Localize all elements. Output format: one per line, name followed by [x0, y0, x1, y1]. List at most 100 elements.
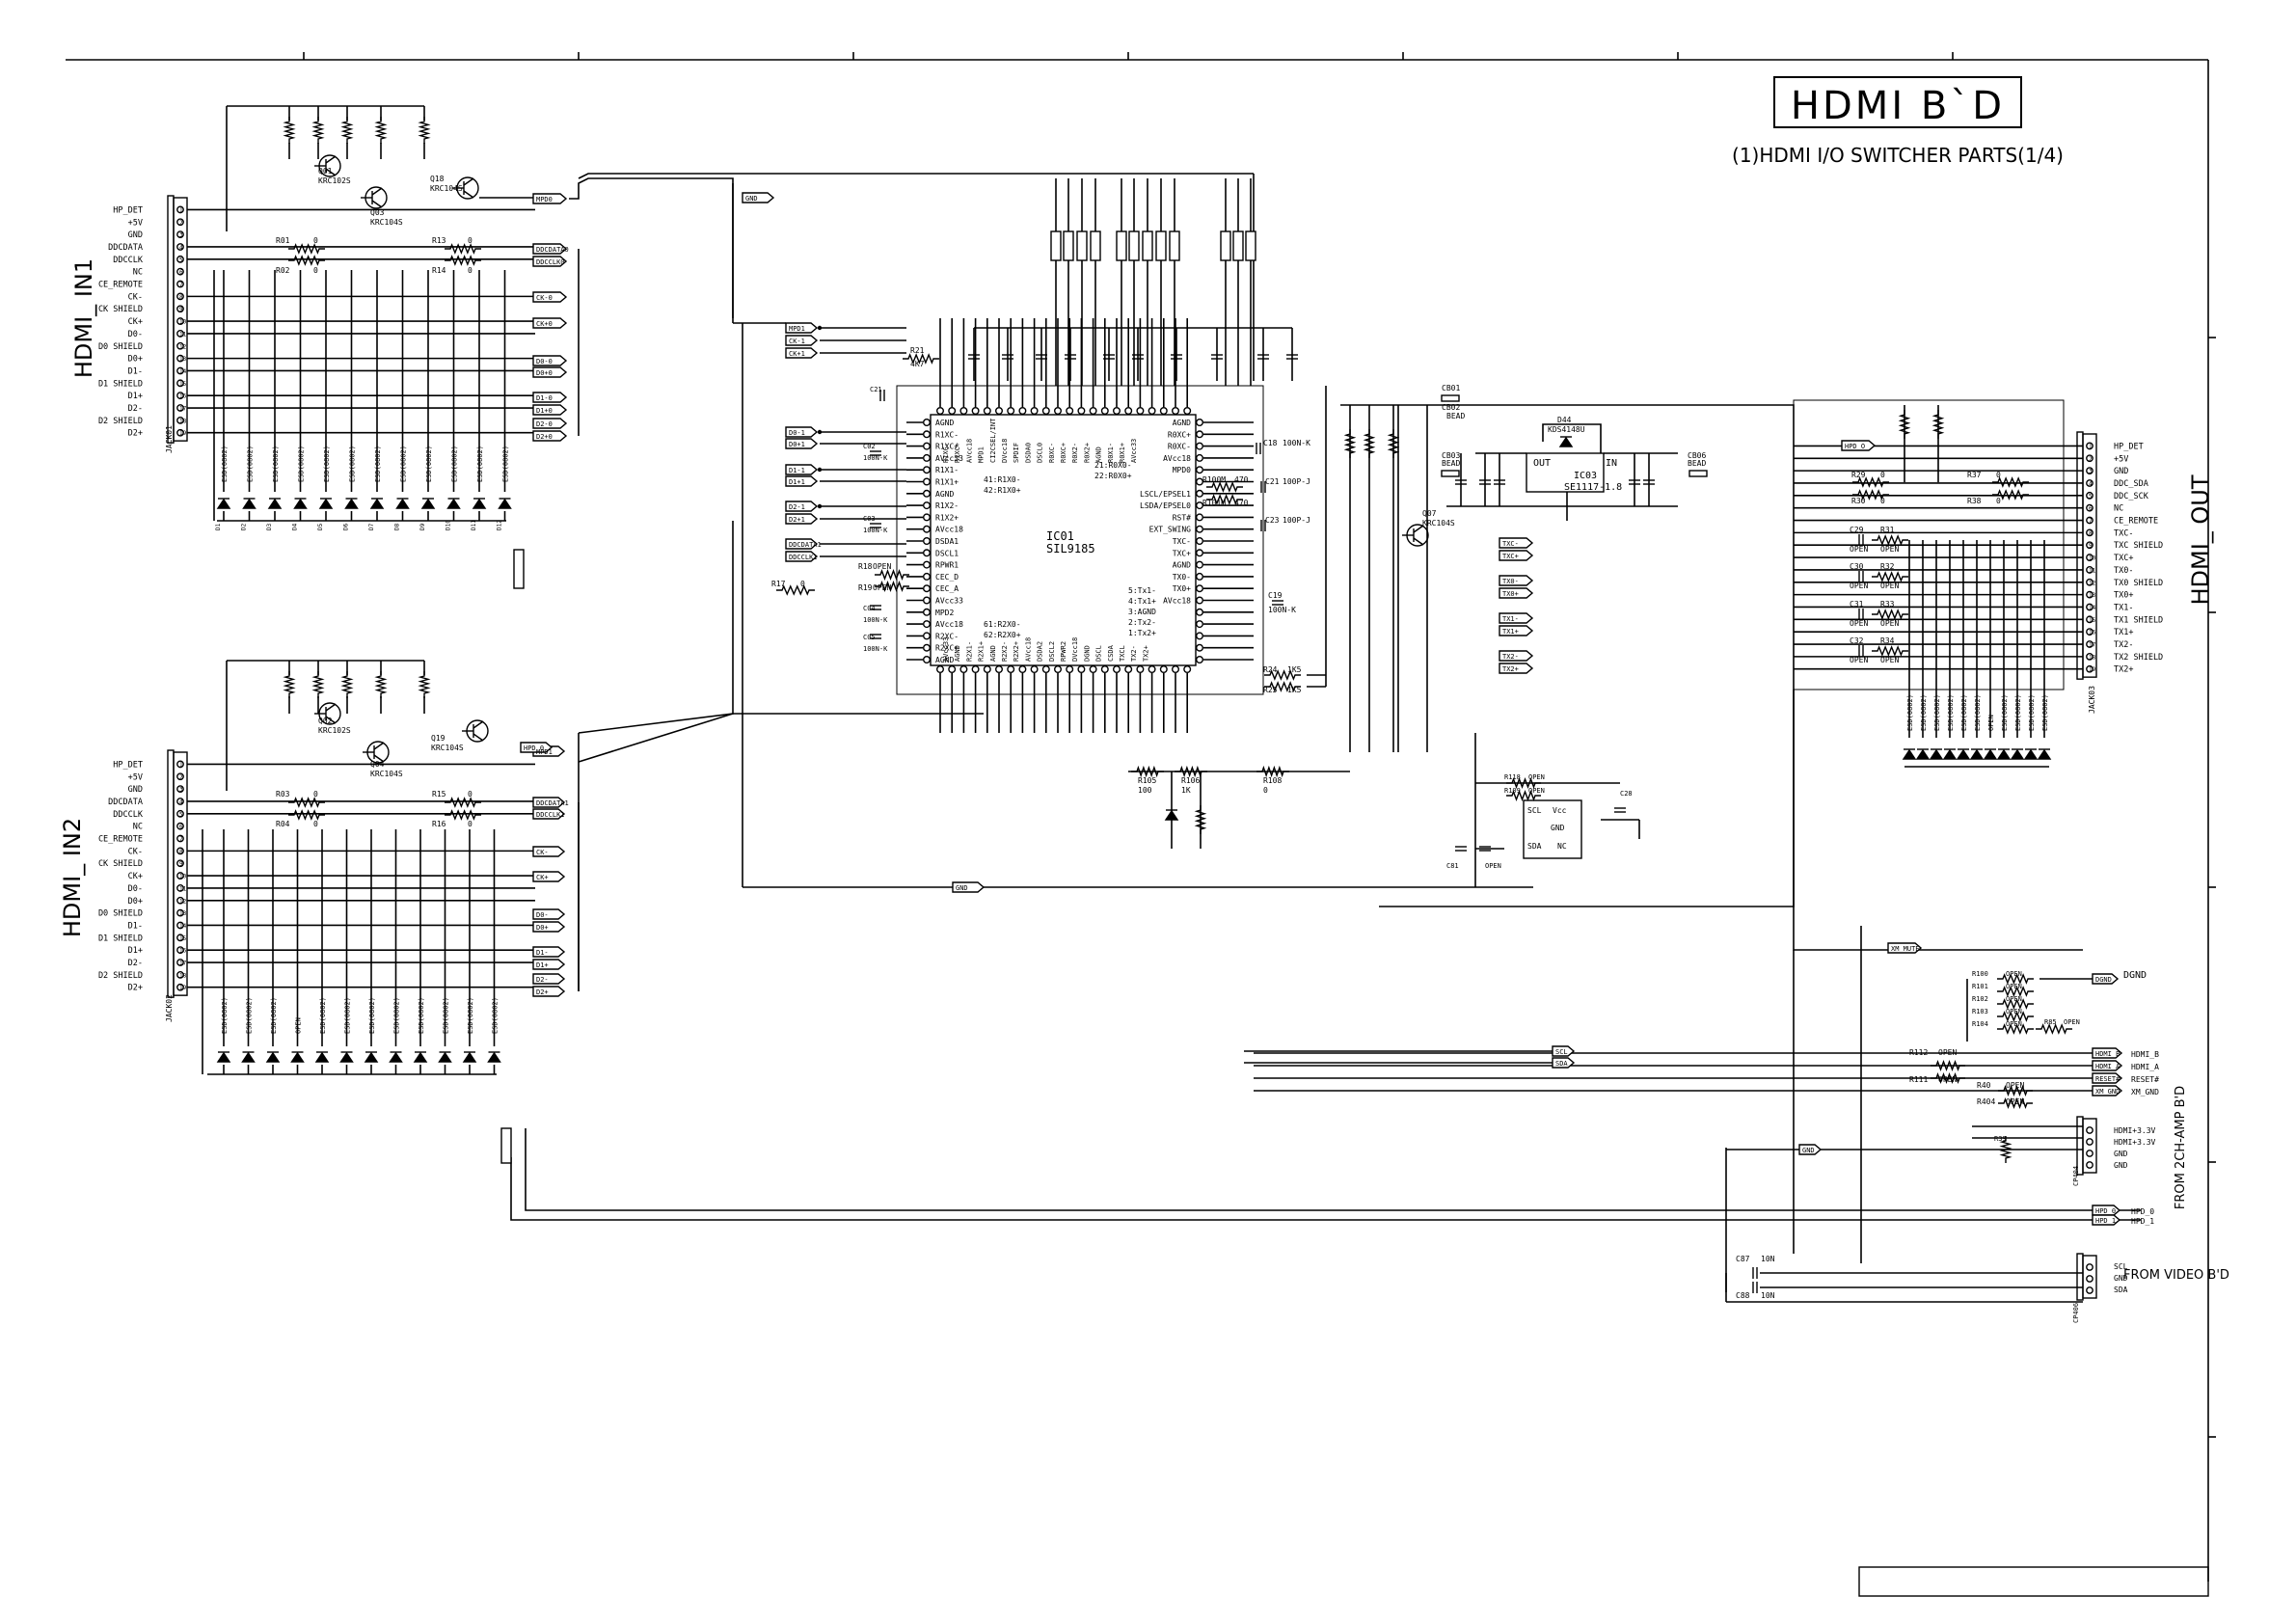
eeprom-body	[1523, 799, 1582, 859]
ic-pin	[923, 466, 932, 474]
esd-diode	[2023, 748, 2039, 760]
net-label	[2092, 1047, 2123, 1059]
connector-pin	[2086, 578, 2093, 586]
ic01-left-pin: R1X1+	[935, 478, 959, 487]
net-label-text: D0-1	[789, 429, 805, 437]
resistor	[1872, 534, 1908, 546]
esd-diode	[339, 1051, 354, 1063]
net-label-outline	[1841, 440, 1877, 451]
ic01-left-pin: R1XC-	[935, 430, 959, 439]
ic-pin	[923, 525, 932, 533]
transistor-lead	[373, 754, 385, 763]
hdmi-out-pin-label: TX1 SHIELD	[2114, 615, 2163, 625]
ic-pin	[1195, 584, 1203, 593]
hdmi-in2-pin-label: D2-	[128, 959, 143, 968]
ic03-out: OUT	[1533, 458, 1551, 469]
transistor-lead	[1413, 525, 1424, 533]
ic01-left-pin: MPD2	[935, 609, 954, 617]
hpd-label: HPD_1	[2131, 1217, 2154, 1226]
cp404-pin: HDMI+3.3V	[2114, 1126, 2156, 1135]
ic01-right-pin: EXT_SWING	[1149, 526, 1192, 534]
connector-pin	[2086, 652, 2093, 661]
net-label	[532, 291, 568, 303]
ic01-inner-label: 62:R2X0+	[984, 631, 1021, 639]
cp404-ref: CP404	[2072, 1166, 2080, 1186]
ic03-in: IN	[1606, 458, 1617, 469]
ic-pin	[1195, 501, 1203, 510]
transistor	[361, 186, 388, 209]
transistor-lead	[371, 200, 383, 208]
hdmi-out-title: HDMI_ OUT	[2187, 474, 2214, 605]
diode-body	[462, 1051, 477, 1063]
capacitor-ref: C04	[863, 605, 876, 612]
hdmi-in1-pin-label: D0+	[128, 355, 143, 365]
transistor-ref: Q19	[431, 734, 446, 743]
connector-pin	[176, 428, 184, 437]
resistor-ref: R03	[276, 790, 290, 798]
connector	[2076, 1253, 2097, 1301]
connector-pin	[176, 416, 184, 424]
resistor-ref: R15	[432, 790, 446, 798]
esd-diode	[369, 498, 385, 509]
hdmi-in2-pin-label: D1+	[128, 946, 143, 956]
diode-body	[1942, 748, 1958, 760]
resistor	[445, 243, 481, 255]
bead	[1441, 394, 1460, 402]
resistor	[1997, 1023, 2034, 1035]
net-label	[785, 475, 819, 487]
ic-pin	[1195, 643, 1203, 652]
resistor-value: OPEN	[2006, 970, 2022, 978]
pin-number: 17	[179, 961, 187, 967]
resistor	[1343, 429, 1357, 458]
hdmi-in2-pin-label: D0 SHIELD	[98, 909, 143, 919]
ic-pin	[1124, 407, 1133, 416]
resistor-value: 0	[1880, 471, 1885, 479]
diode-body	[2037, 748, 2052, 760]
inline-part	[500, 1127, 512, 1164]
pin-number: 1	[2089, 444, 2093, 450]
net-label-outline	[952, 881, 986, 893]
net-label-text: D0-0	[536, 358, 553, 365]
wire-layer	[66, 52, 2216, 1582]
resistor-ref: R33	[1880, 600, 1895, 609]
hdmi-in1-pin-label: D2 SHIELD	[98, 417, 143, 426]
resistor-ref: R16	[432, 820, 446, 828]
bus-label	[1128, 230, 1140, 261]
hdmi-in1-pin-label: D1+	[128, 392, 143, 401]
bead-ref: CB02	[1442, 403, 1460, 412]
net-label-outline	[785, 335, 819, 346]
connector	[167, 195, 188, 444]
resistor-ref: R104	[1972, 1020, 1988, 1028]
diode-body	[290, 1051, 305, 1063]
esd-diode	[265, 1051, 281, 1063]
net-label	[785, 335, 819, 346]
capacitor-ref: C88	[1736, 1291, 1750, 1300]
connector-shell	[2076, 431, 2084, 680]
connector-pin	[2086, 1275, 2093, 1283]
capacitor-ref: C32	[1850, 636, 1864, 645]
eeprom-pin: GND	[1551, 824, 1565, 832]
ic01-bottom-pin: R2X1+	[978, 641, 986, 662]
connector-pin	[176, 366, 184, 375]
resistor	[1387, 429, 1400, 458]
wire	[578, 713, 984, 763]
ic01-top-pin: R0X2+	[1083, 443, 1091, 463]
net-label	[785, 513, 819, 525]
resistor-value: OPEN	[1938, 1048, 1957, 1057]
eeprom-pin: NC	[1557, 842, 1567, 851]
ic-pin	[923, 513, 932, 522]
pin-number: 10	[179, 319, 187, 326]
net-label-text: TX1+	[1502, 628, 1519, 636]
capacitor-value: OPEN	[1850, 619, 1868, 628]
hdmi-out-pin-label: +5V	[2114, 454, 2128, 464]
transistor-ref: Q18	[430, 175, 445, 183]
net-label-text: HPD_0	[524, 744, 544, 752]
connector-pin	[176, 908, 184, 917]
ic01-right-pin: TXC+	[1173, 549, 1191, 557]
net-label-text: D2+0	[536, 433, 553, 441]
diode-body	[242, 498, 257, 509]
diode-body	[438, 1051, 452, 1063]
pin-number: 11	[179, 331, 187, 338]
net-label	[1798, 1144, 1823, 1155]
hdmi-in2-pin-label: D0+	[128, 897, 143, 907]
